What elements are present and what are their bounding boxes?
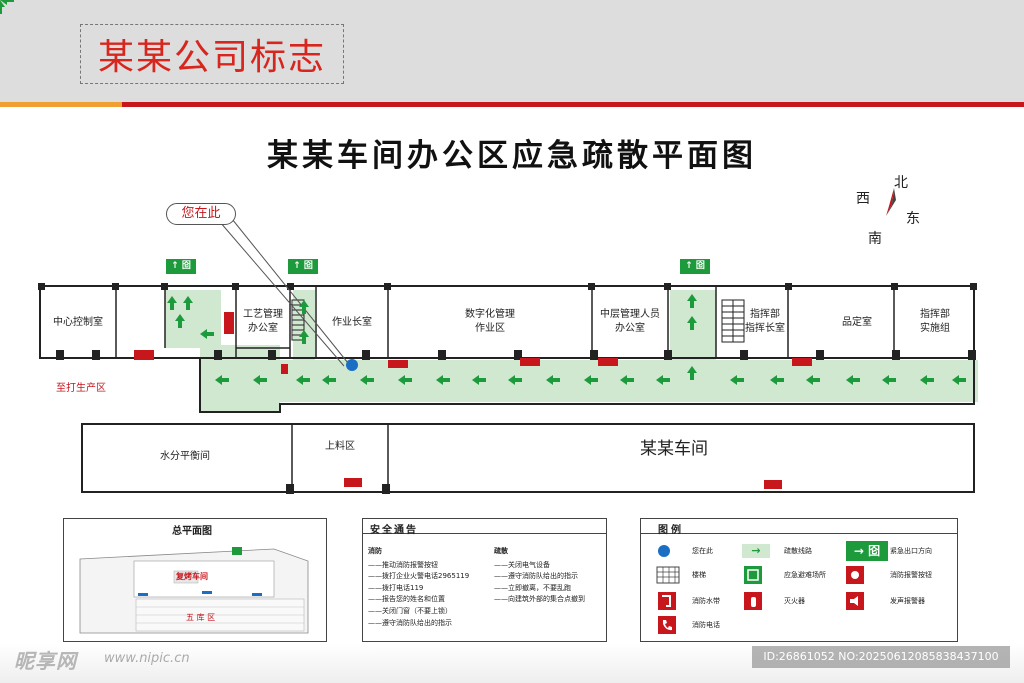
room-workshop: 某某车间 — [640, 439, 708, 459]
legend-shelter: 应急避难场所 — [784, 571, 826, 579]
exit-sign-1: ↑ 囵 — [166, 259, 196, 274]
room-command-chief: 指挥部指挥长室 — [745, 309, 785, 334]
header-stripe-red — [122, 102, 1024, 107]
legend-exit-direction: 紧急出口方向 — [890, 547, 932, 555]
legend-alarm-button-icon — [846, 566, 864, 584]
compass-needle-icon — [886, 188, 896, 216]
room-dividers — [115, 286, 895, 492]
room-quality: 品定室 — [842, 317, 872, 328]
legend-dot-icon — [658, 545, 670, 557]
legend-sound-alarm: 发声报警器 — [890, 597, 925, 605]
legend-hose-icon — [658, 592, 676, 610]
compass: 北 西 东 南 — [850, 172, 930, 247]
legend-alarm-button: 消防报警按钮 — [890, 571, 932, 579]
page-title: 某某车间办公区应急疏散平面图 — [267, 138, 757, 174]
compass-east: 东 — [906, 211, 920, 227]
legend-exit-icon: → 囵 — [846, 541, 888, 561]
legend-you-are-here: 您在此 — [692, 547, 713, 555]
you-are-here-marker — [346, 359, 358, 371]
safety-notice-panel — [362, 518, 607, 642]
general-plan-warehouse-label: 五 库 区 — [186, 613, 216, 622]
exit-sign-2: ↑ 囵 — [288, 259, 318, 274]
company-logo-placeholder: 某某公司标志 — [80, 24, 344, 84]
legend-route-arrow-icon: → — [742, 544, 770, 558]
compass-south: 南 — [868, 231, 882, 247]
you-are-here-callout: 您在此 — [166, 203, 236, 225]
room-process-mgmt: 工艺管理办公室 — [243, 309, 283, 334]
compass-north: 北 — [894, 175, 908, 191]
notice-evac-column: 疏散 ——关闭电气设备 ——遵守消防队给出的指示 ——立即撤离，不要乱跑 ——向… — [494, 547, 585, 604]
structural-columns — [38, 283, 977, 494]
evac-arrow-icons — [0, 0, 966, 385]
watermark-id: ID:26861052 NO:20250612085838437100 — [752, 646, 1010, 668]
fire-equipment-markers — [134, 312, 812, 489]
room-central-control: 中心控制室 — [53, 317, 103, 328]
watermark-url: www.nipic.cn — [104, 651, 190, 666]
room-water-balance: 水分平衡间 — [160, 451, 210, 462]
room-workshop-chief: 作业长室 — [332, 317, 372, 328]
callout-leader-lines — [219, 213, 349, 367]
safety-notice-title: 安全通告 — [370, 525, 418, 536]
legend-hose: 消防水带 — [692, 597, 720, 605]
to-production-area-label: 至打生产区 — [56, 383, 106, 394]
legend-stairs-icon — [656, 566, 680, 584]
room-mid-mgmt: 中层管理人员办公室 — [600, 309, 660, 334]
general-plan-mini-map — [79, 547, 309, 634]
header-band — [0, 0, 1024, 107]
legend-panel — [640, 518, 958, 642]
legend-extinguisher-icon — [744, 592, 762, 610]
general-plan-workshop-label: 复烤车间 — [176, 572, 208, 581]
room-feeding: 上料区 — [325, 441, 355, 452]
room-command-impl: 指挥部实施组 — [920, 309, 950, 334]
header-stripe-orange — [0, 102, 122, 107]
watermark-brand: 昵享网 — [14, 649, 77, 673]
room-digital-mgmt: 数字化管理作业区 — [465, 309, 515, 334]
legend-shelter-icon — [744, 566, 762, 584]
legend-extinguisher: 灭火器 — [784, 597, 805, 605]
exit-sign-3: ↑ 囵 — [680, 259, 710, 274]
legend-title: 图例 — [658, 525, 684, 536]
legend-stairs: 楼梯 — [692, 571, 706, 579]
legend-fire-phone: 消防电话 — [692, 621, 720, 629]
legend-sound-alarm-icon — [846, 592, 864, 610]
general-plan-title: 总平面图 — [172, 526, 212, 537]
legend-fire-phone-icon — [658, 616, 676, 634]
logo-text: 某某公司标志 — [97, 37, 326, 78]
walls — [39, 285, 975, 493]
notice-fire-column: 消防 ——推动消防报警按钮 ——拨打企业火警电话2965119 ——拨打电话11… — [368, 547, 470, 627]
legend-evac-route: 疏散线路 — [784, 547, 812, 555]
compass-west: 西 — [856, 191, 870, 207]
